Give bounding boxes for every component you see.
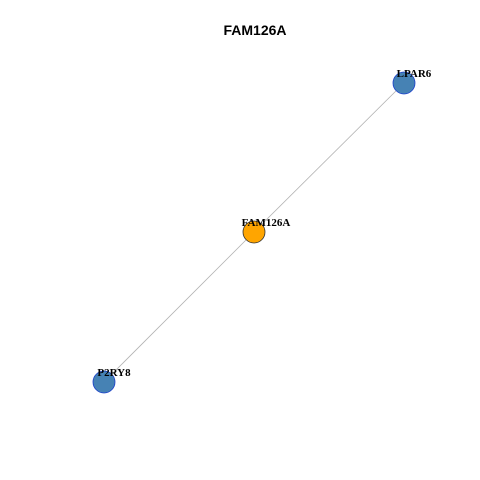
node-layer (92, 71, 416, 394)
diagram-title: FAM126A (223, 22, 286, 38)
edge-layer (103, 82, 405, 383)
node-label-lpar6: LPAR6 (397, 68, 432, 80)
node-label-p2ry8: P2RY8 (97, 367, 131, 379)
node-p2ry8[interactable] (92, 370, 116, 394)
edge-fam126a-lpar6 (253, 82, 405, 233)
node-lpar6[interactable] (392, 71, 416, 95)
edge-fam126a-p2ry8 (103, 231, 255, 383)
label-layer: FAM126A LPAR6 P2RY8 (97, 68, 431, 379)
node-label-fam126a: FAM126A (242, 217, 291, 229)
node-fam126a[interactable] (242, 220, 266, 244)
